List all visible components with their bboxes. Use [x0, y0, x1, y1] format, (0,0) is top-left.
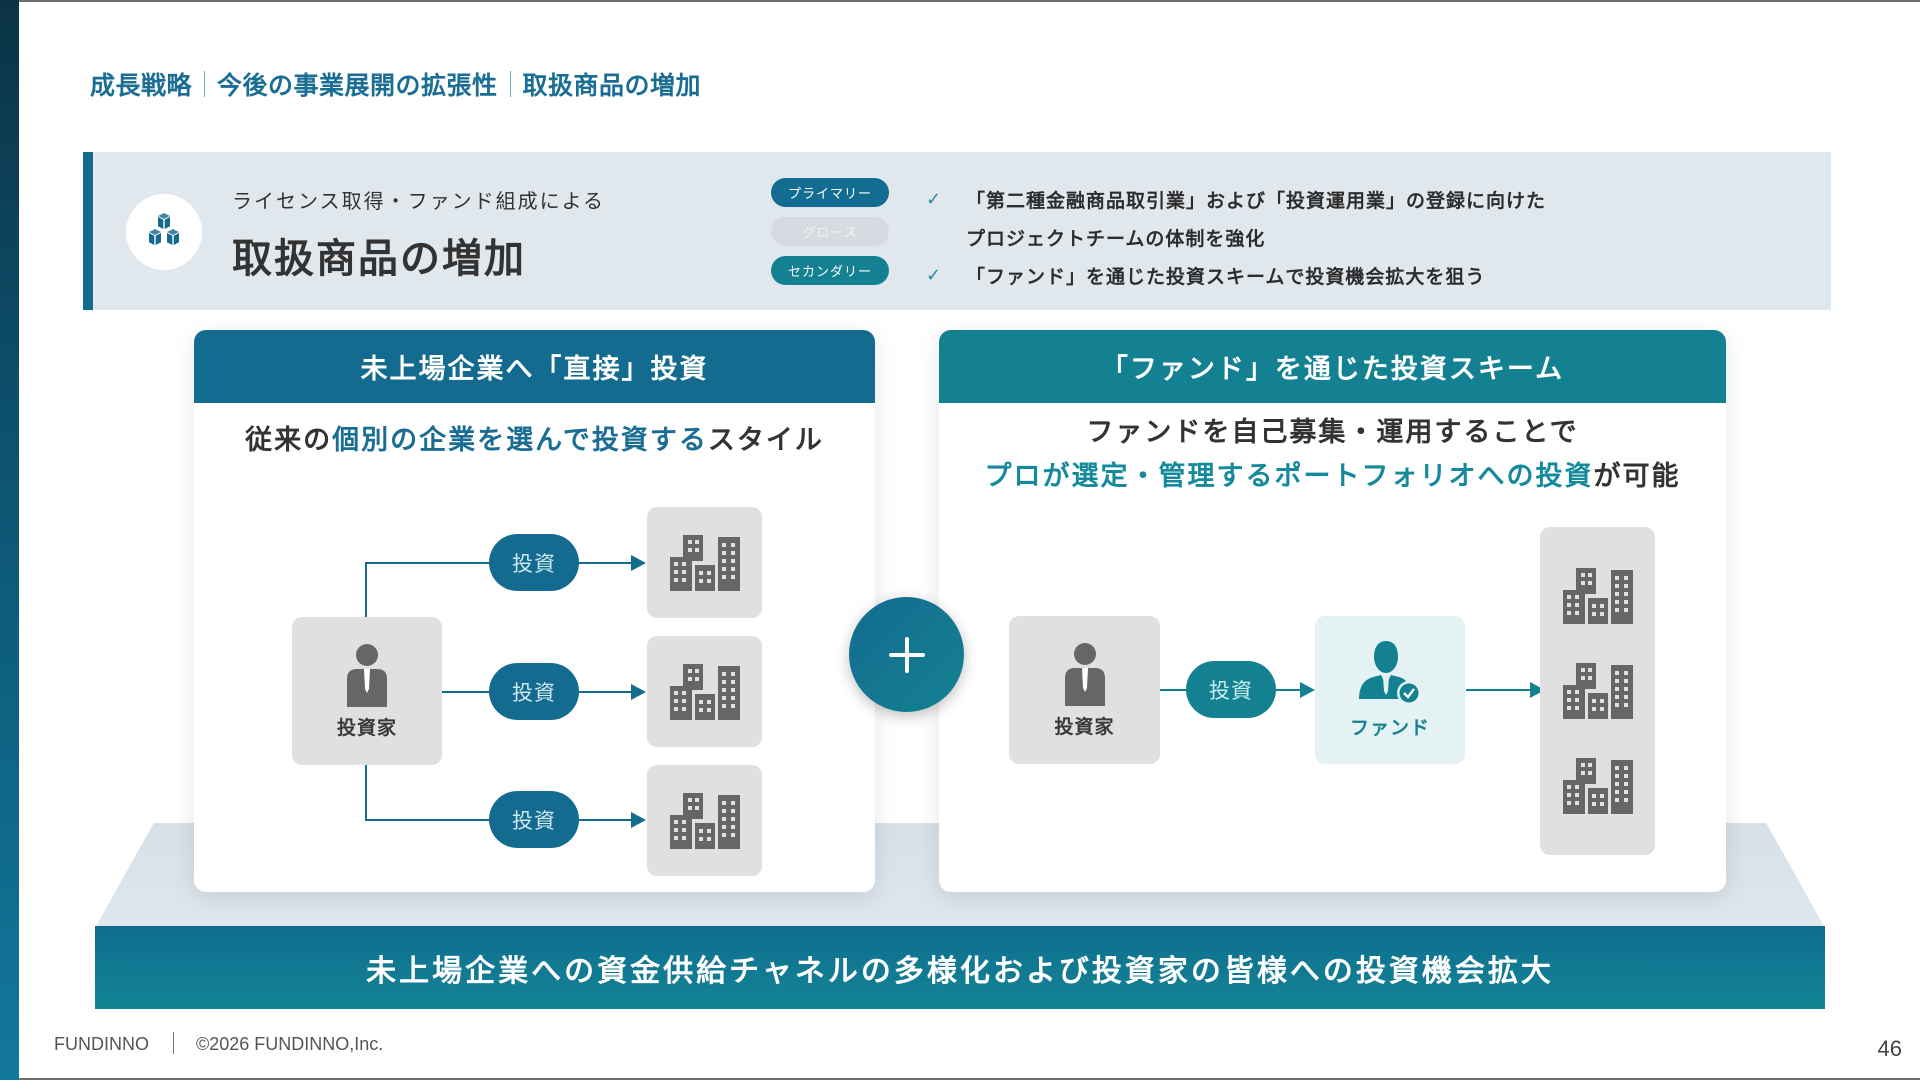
breadcrumb-item: 今後の事業展開の拡張性	[217, 71, 498, 100]
investor-node: 投資家	[1009, 616, 1160, 764]
connector-line	[441, 691, 491, 693]
footer-brand: FUNDINNO	[54, 1034, 149, 1054]
hero-subtitle: ライセンス取得・ファンド組成による	[232, 189, 605, 213]
side-accent-bar	[0, 0, 19, 1080]
company-node	[647, 636, 762, 747]
top-border	[19, 0, 1920, 2]
connector-line	[578, 819, 633, 821]
hero-accent	[83, 152, 93, 310]
investor-label: 投資家	[1054, 715, 1115, 738]
card-header: 未上場企業へ「直接」投資	[194, 330, 875, 403]
fund-label: ファンド	[1349, 716, 1430, 739]
market-badges: プライマリー グロース セカンダリー	[771, 178, 889, 295]
person-icon	[347, 643, 387, 707]
check-text: 「ファンド」を通じた投資スキームで投資機会拡大を狙う	[966, 265, 1486, 288]
invest-pill: 投資	[489, 534, 579, 591]
connector-line	[1160, 689, 1190, 691]
buildings-icon	[1562, 757, 1633, 814]
plus-icon	[849, 597, 964, 712]
arrow-icon	[1300, 682, 1315, 698]
invest-pill: 投資	[489, 791, 579, 848]
invest-pill: 投資	[1186, 661, 1276, 718]
summary-banner: 未上場企業への資金供給チャネルの多様化および投資家の皆様への投資機会拡大	[95, 926, 1825, 1009]
connector-line	[578, 562, 633, 564]
buildings-icon	[669, 534, 740, 591]
badge-growth: グロース	[771, 217, 889, 246]
portfolio-node	[1540, 527, 1655, 855]
page-number: 46	[1877, 1036, 1902, 1061]
lead-text: 従来の	[245, 425, 333, 456]
check-icon: ✓	[926, 264, 943, 286]
card-header: 「ファンド」を通じた投資スキーム	[939, 330, 1726, 403]
lead-highlight: プロが選定・管理するポートフォリオへの投資	[984, 461, 1594, 492]
breadcrumb: 成長戦略 今後の事業展開の拡張性 取扱商品の増加	[90, 66, 701, 102]
company-node	[647, 507, 762, 618]
lead-text: スタイル	[707, 425, 824, 456]
check-icon: ✓	[926, 188, 943, 210]
breadcrumb-separator	[509, 71, 511, 97]
card-lead: ファンドを自己募集・運用することで プロが選定・管理するポートフォリオへの投資が…	[939, 411, 1726, 499]
check-item-continuation: プロジェクトチームの体制を強化	[926, 218, 1546, 256]
invest-pill: 投資	[489, 663, 579, 720]
investor-label: 投資家	[336, 716, 397, 739]
fund-node: ファンド	[1315, 616, 1465, 764]
hero-band: ライセンス取得・ファンド組成による 取扱商品の増加 プライマリー グロース セカ…	[83, 152, 1831, 310]
lead-line: ファンドを自己募集・運用することで	[1086, 417, 1579, 448]
company-node	[647, 765, 762, 876]
connector-line	[365, 765, 367, 821]
connector-line	[365, 562, 367, 618]
arrow-icon	[631, 684, 646, 700]
connector-line	[1466, 689, 1532, 691]
breadcrumb-item: 取扱商品の増加	[522, 71, 702, 100]
investor-node: 投資家	[292, 617, 442, 765]
connector-line	[1274, 689, 1304, 691]
arrow-icon	[631, 812, 646, 828]
check-item: ✓ 「第二種金融商品取引業」および「投資運用業」の登録に向けた	[926, 180, 1546, 218]
cubes-icon	[126, 194, 202, 270]
buildings-icon	[669, 792, 740, 849]
breadcrumb-separator	[204, 71, 206, 97]
lead-highlight: 個別の企業を選んで投資する	[332, 425, 708, 456]
badge-primary: プライマリー	[771, 178, 889, 207]
check-text: 「第二種金融商品取引業」および「投資運用業」の登録に向けた	[966, 189, 1547, 212]
lead-text: が可能	[1593, 461, 1681, 492]
footer-separator	[173, 1032, 174, 1054]
check-item: ✓ 「ファンド」を通じた投資スキームで投資機会拡大を狙う	[926, 256, 1546, 294]
check-list: ✓ 「第二種金融商品取引業」および「投資運用業」の登録に向けた プロジェクトチー…	[926, 180, 1546, 294]
arrow-icon	[631, 555, 646, 571]
lead-line: プロが選定・管理するポートフォリオへの投資が可能	[939, 455, 1726, 499]
card-lead: 従来の個別の企業を選んで投資するスタイル	[194, 419, 875, 463]
buildings-icon	[1562, 568, 1633, 625]
connector-line	[578, 691, 633, 693]
buildings-icon	[669, 663, 740, 720]
breadcrumb-item: 成長戦略	[90, 71, 193, 100]
connector-line	[365, 562, 491, 564]
connector-line	[365, 819, 491, 821]
person-icon	[1064, 642, 1105, 706]
badge-secondary: セカンダリー	[771, 256, 889, 285]
fund-manager-icon	[1359, 640, 1421, 705]
footer-copyright: ©2026 FUNDINNO,Inc.	[196, 1034, 384, 1054]
check-text: プロジェクトチームの体制を強化	[966, 227, 1266, 250]
bottom-border	[19, 1078, 1920, 1080]
hero-title: 取扱商品の増加	[232, 236, 526, 282]
buildings-icon	[1562, 662, 1633, 719]
